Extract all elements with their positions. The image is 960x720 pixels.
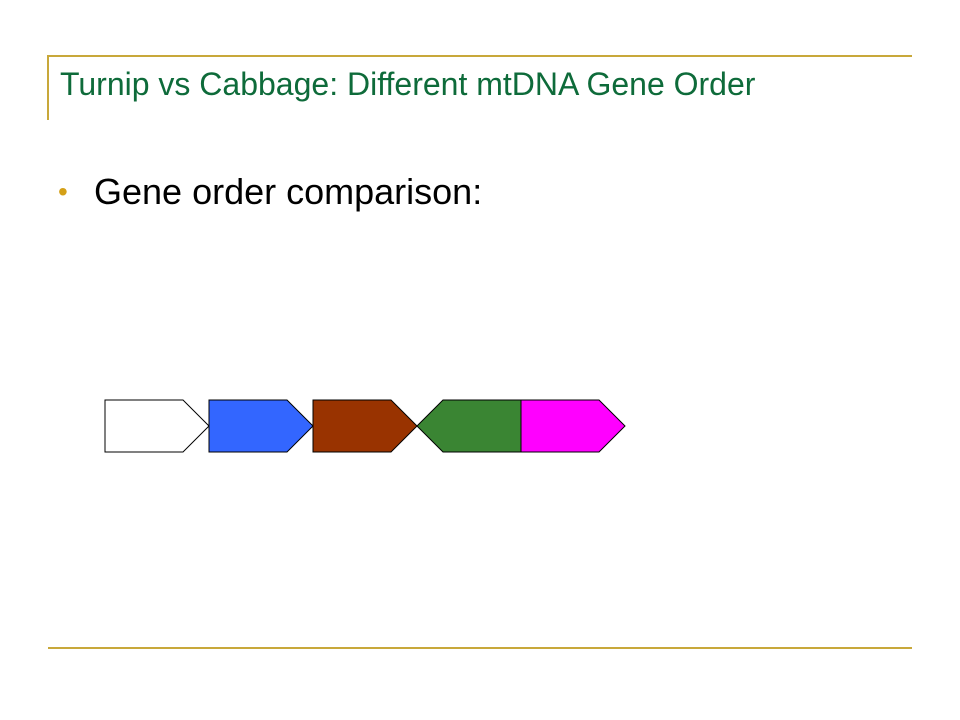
gene-arrow-2 — [208, 399, 314, 453]
bullet-icon: • — [58, 176, 68, 207]
gene-arrow-3 — [312, 399, 418, 453]
gene-arrow-1 — [104, 399, 210, 453]
gene-arrow-5 — [520, 399, 626, 453]
bullet-text: Gene order comparison: — [94, 171, 483, 212]
left-rule — [47, 55, 49, 120]
slide-title: Turnip vs Cabbage: Different mtDNA Gene … — [60, 66, 756, 102]
gene-arrow-4 — [416, 399, 522, 453]
top-rule — [48, 55, 912, 57]
bottom-rule — [48, 647, 912, 649]
gene-order-diagram — [104, 399, 626, 453]
bullet-item: • Gene order comparison: — [58, 168, 482, 216]
